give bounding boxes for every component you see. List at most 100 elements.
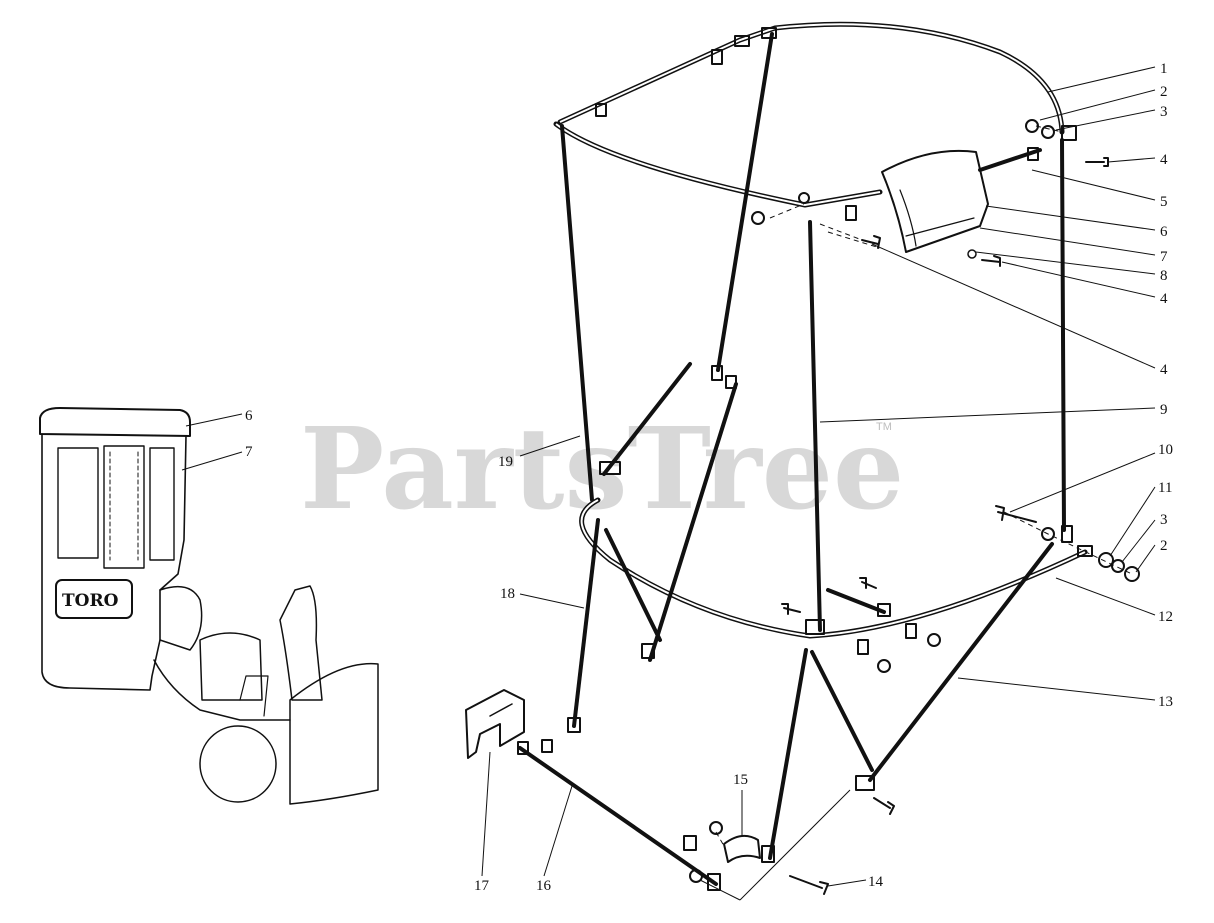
callout-12: 12 xyxy=(1158,609,1173,625)
bolt-14 xyxy=(789,875,829,895)
nut xyxy=(798,192,810,204)
callout-3: 3 xyxy=(1160,104,1168,120)
nut xyxy=(751,211,765,225)
cover-panel xyxy=(881,149,989,253)
bolt xyxy=(873,797,895,815)
bracket xyxy=(1061,125,1077,141)
callout-labels: 1 2 3 4 5 6 7 8 4 4 9 10 11 3 2 12 13 19… xyxy=(245,61,1173,894)
callout-2: 2 xyxy=(1160,538,1168,554)
top-rear-tube xyxy=(557,21,1065,135)
cover-panel-outline xyxy=(881,149,989,253)
inset-fuel-tank xyxy=(239,675,269,717)
inset-auger-housing xyxy=(289,662,379,805)
lower-short-brace xyxy=(604,528,662,642)
washer xyxy=(967,249,977,259)
inset-handle xyxy=(153,659,291,721)
bracket xyxy=(567,717,581,733)
inset-cab-roof xyxy=(39,407,191,437)
right-upright-tube xyxy=(1060,138,1066,532)
cover-panel-seam xyxy=(899,189,975,247)
inset-window-dashes xyxy=(109,451,139,561)
callout-18: 18 xyxy=(500,586,515,602)
bracket xyxy=(855,775,875,791)
leader-lines xyxy=(181,66,1156,901)
washer-11 xyxy=(1098,552,1114,568)
nut xyxy=(877,659,891,673)
bracket xyxy=(725,375,737,389)
callout-15: 15 xyxy=(733,772,748,788)
hardware xyxy=(689,119,1140,895)
bracket xyxy=(683,835,697,851)
bracket xyxy=(1061,525,1073,543)
callout-5: 5 xyxy=(1160,194,1168,210)
bracket xyxy=(707,873,721,891)
top-cross-bar xyxy=(978,148,1042,172)
upper-short-brace xyxy=(602,362,692,476)
bracket xyxy=(711,49,723,65)
inset-window-left xyxy=(57,447,99,559)
inset-logo-text: TORO xyxy=(62,591,119,611)
bracket xyxy=(641,643,655,659)
support-bracket-slot xyxy=(489,703,513,717)
callout-13: 13 xyxy=(1158,694,1173,710)
callout-4: 4 xyxy=(1160,291,1168,307)
inset-engine-cover xyxy=(159,585,203,651)
top-front-tube xyxy=(553,121,883,208)
support-bracket-17 xyxy=(465,689,525,759)
callout-6: 6 xyxy=(1160,224,1168,240)
clamp-15 xyxy=(723,834,761,863)
inset-chute xyxy=(279,585,323,701)
bracket xyxy=(734,35,750,47)
center-rear-upright xyxy=(716,32,774,372)
callout-14: 14 xyxy=(868,874,884,890)
inner-cross-bar xyxy=(826,588,886,614)
bolt xyxy=(1085,157,1109,167)
bolt xyxy=(781,603,801,615)
front-lower-leg xyxy=(768,648,808,860)
callout-7: 7 xyxy=(1160,249,1168,265)
callout-19: 19 xyxy=(498,454,513,470)
bolt-10 xyxy=(995,505,1037,523)
left-upright-tube xyxy=(560,124,594,502)
bolt xyxy=(861,235,881,249)
bracket xyxy=(877,603,891,617)
right-long-brace xyxy=(868,542,1054,782)
callout-11: 11 xyxy=(1158,480,1172,496)
bracket xyxy=(845,205,857,221)
washer xyxy=(1041,527,1055,541)
bolt xyxy=(859,577,877,589)
cab-frame xyxy=(518,21,1088,886)
bracket xyxy=(595,103,607,117)
inset-callout-6: 6 xyxy=(245,408,253,424)
front-v-brace xyxy=(810,650,874,772)
callout-10: 10 xyxy=(1158,442,1173,458)
frame-brackets xyxy=(517,27,1093,891)
bracket xyxy=(1077,545,1093,557)
callout-4: 4 xyxy=(1160,152,1168,168)
callout-16: 16 xyxy=(536,878,552,894)
bolt xyxy=(981,255,1001,267)
lock-nut xyxy=(1041,125,1055,139)
bracket xyxy=(599,461,621,475)
bracket xyxy=(1027,147,1039,161)
left-diagonal-brace xyxy=(648,382,738,662)
bracket xyxy=(517,741,529,755)
bracket xyxy=(711,365,723,381)
bracket xyxy=(857,639,869,655)
bracket xyxy=(541,739,553,753)
bracket xyxy=(805,619,825,635)
inset-logo-plate xyxy=(55,579,133,619)
bottom-rear-bar xyxy=(518,746,718,886)
nut xyxy=(689,869,703,883)
acorn-nut xyxy=(1124,566,1140,582)
lock-nut xyxy=(1111,559,1125,573)
lower-left-leg xyxy=(572,518,600,728)
callout-9: 9 xyxy=(1160,402,1168,418)
assembly-guides xyxy=(715,125,1133,847)
bracket xyxy=(761,27,777,39)
inset-cab-body xyxy=(41,433,187,691)
bracket xyxy=(905,623,917,639)
inset-snowthrower: TORO xyxy=(39,407,379,805)
